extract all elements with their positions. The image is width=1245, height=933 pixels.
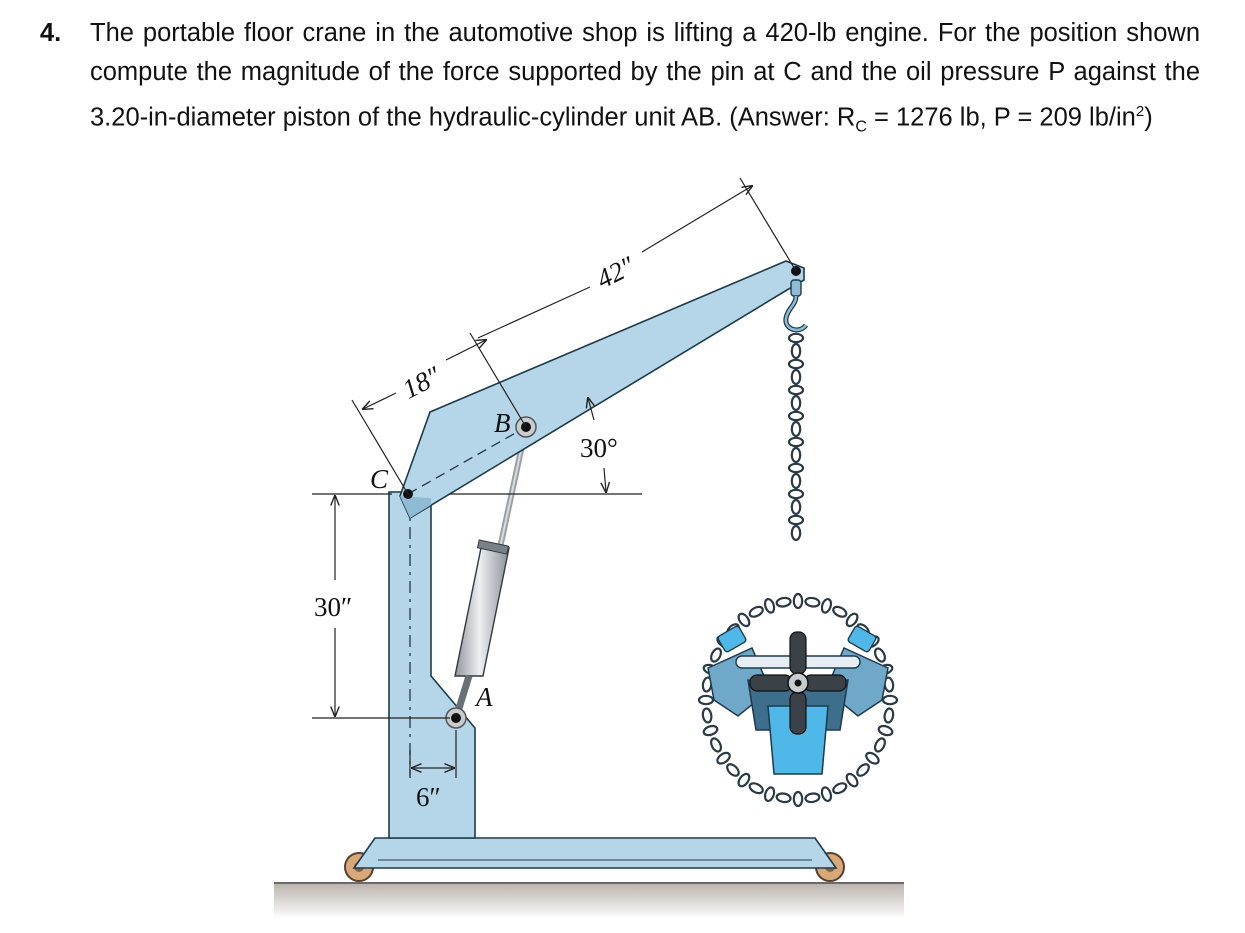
chain-link xyxy=(697,694,715,706)
chain-link xyxy=(883,707,895,724)
chain-link xyxy=(737,612,751,628)
engine-icon xyxy=(707,625,889,775)
problem-number: 4. xyxy=(40,19,62,47)
chain-link xyxy=(787,514,805,526)
pin-a xyxy=(445,707,467,729)
chain-link xyxy=(748,782,764,795)
chain-link xyxy=(726,763,740,777)
dimension-6 xyxy=(409,730,457,778)
label-dim-30: 30″ xyxy=(314,592,352,622)
chain-link xyxy=(881,694,899,706)
chain-link xyxy=(845,612,859,628)
problem-text-end: ) xyxy=(1144,103,1153,132)
chain-link xyxy=(790,498,802,516)
chain-link xyxy=(804,596,821,608)
chain-link xyxy=(804,792,821,804)
chain-link xyxy=(845,772,859,788)
chain-link xyxy=(702,724,719,737)
chain-link xyxy=(792,790,804,808)
label-angle-30: 30° xyxy=(580,433,618,463)
chain-link xyxy=(790,446,802,464)
chain-link xyxy=(790,420,802,438)
dimension-30 xyxy=(312,493,450,719)
chain-link xyxy=(790,368,802,386)
chain-link xyxy=(787,384,805,396)
chain-link xyxy=(832,605,848,618)
chain-link xyxy=(790,472,802,490)
chain-link xyxy=(787,332,805,344)
chain-link xyxy=(775,792,792,804)
label-a: A xyxy=(474,682,493,712)
chain-link xyxy=(790,524,802,542)
chain-link xyxy=(775,596,792,608)
hook-icon xyxy=(783,279,809,333)
chain-link xyxy=(710,737,723,753)
chain-link xyxy=(790,342,802,360)
floor xyxy=(274,883,904,919)
chain-link xyxy=(873,647,886,663)
chain-link xyxy=(787,462,805,474)
chain-link xyxy=(787,358,805,370)
chain-link xyxy=(790,394,802,412)
chain-link xyxy=(748,605,764,618)
chain-link xyxy=(701,707,713,724)
label-dim-6: 6″ xyxy=(416,782,441,812)
chain-link xyxy=(716,751,731,765)
answer-superscript: 2 xyxy=(1135,103,1145,120)
dimension-18 xyxy=(351,332,527,495)
chain-link xyxy=(787,436,805,448)
problem-text-main: The portable floor crane in the automoti… xyxy=(90,19,1200,132)
angle-30 xyxy=(450,398,642,495)
chain-link xyxy=(856,763,870,777)
crane-boom xyxy=(399,260,805,520)
label-b: B xyxy=(494,408,511,438)
chain-link xyxy=(737,772,751,788)
problem-text-mid: = 1276 lb, P = 209 lb/in xyxy=(866,103,1136,132)
chain-link xyxy=(820,597,833,614)
problem-statement: 4. The portable floor crane in the autom… xyxy=(40,14,1200,147)
dimension-42 xyxy=(477,177,797,339)
chain-link xyxy=(792,592,804,610)
label-dim-42: 42″ xyxy=(592,250,640,294)
chain-link xyxy=(873,737,886,753)
chain-link xyxy=(877,724,894,737)
answer-subscript: C xyxy=(855,118,867,136)
chain-link xyxy=(787,488,805,500)
fan-icon xyxy=(749,631,847,735)
problem-text: The portable floor crane in the automoti… xyxy=(90,14,1200,147)
chain-link xyxy=(865,751,880,765)
label-dim-18: 18″ xyxy=(398,360,446,404)
chain-link xyxy=(820,786,833,803)
label-c: C xyxy=(370,464,389,494)
chain-link xyxy=(787,410,805,422)
crane-base xyxy=(344,837,845,882)
chain-link xyxy=(832,782,848,795)
chain-link xyxy=(710,647,723,663)
chain-link xyxy=(763,786,776,803)
chain-link xyxy=(763,597,776,614)
